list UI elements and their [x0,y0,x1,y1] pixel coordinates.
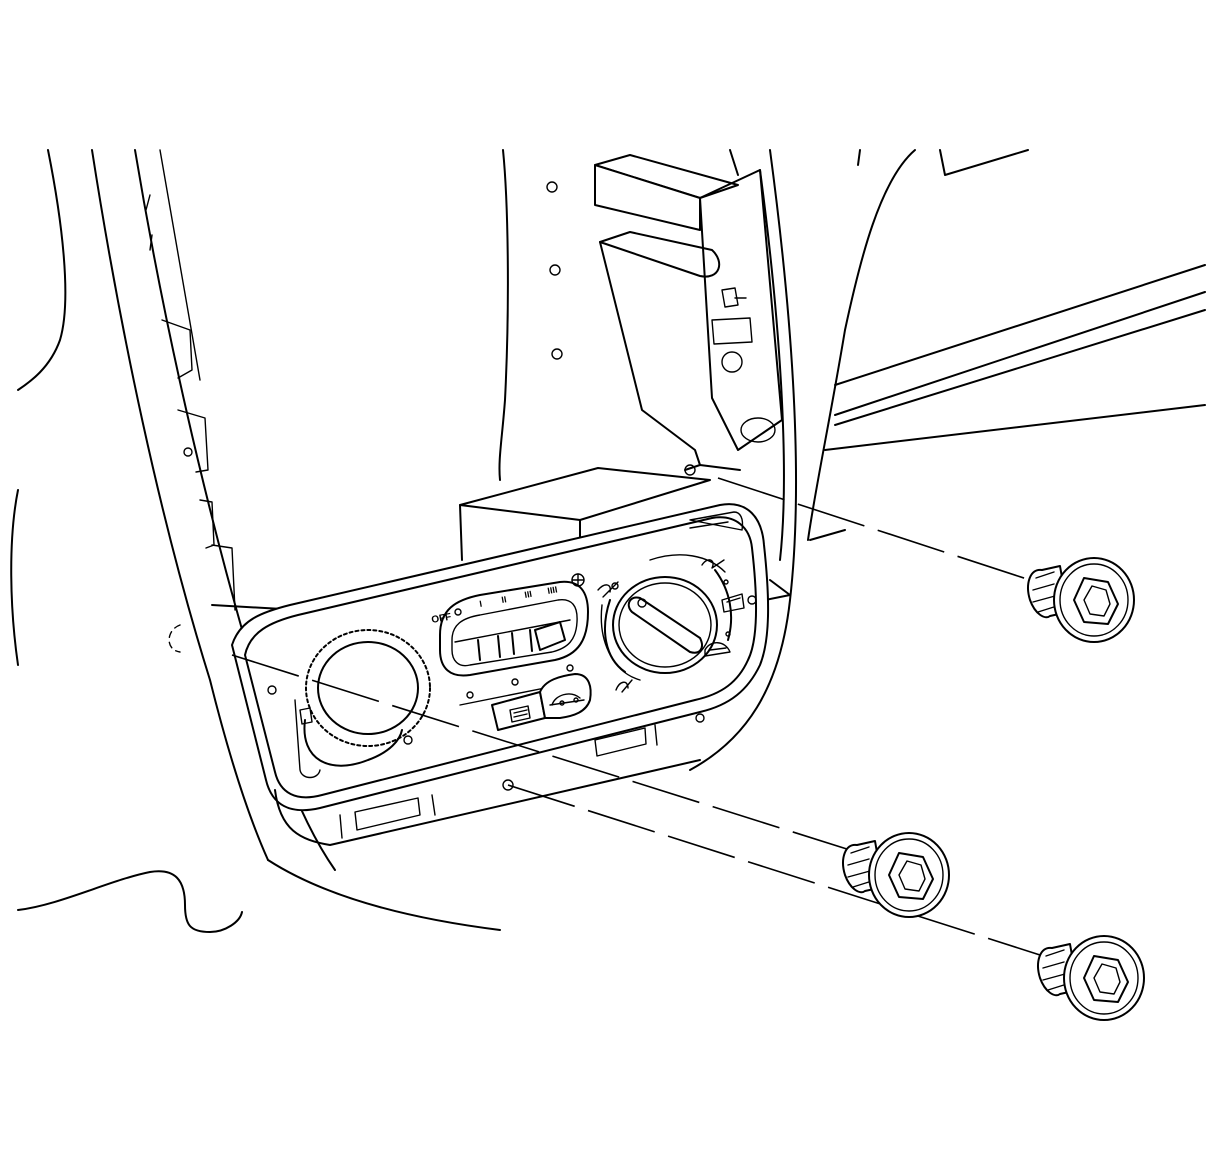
mode-knob [600,554,733,681]
floor-vent-icon [615,679,633,693]
bolt-lower [1037,935,1145,1021]
slider-label-off: OFF [431,612,453,626]
mode-icons [597,559,745,693]
mounting-bracket [594,154,783,476]
slider-label-speed-1: I [479,599,483,609]
temperature-knob [294,629,431,779]
floor-defrost-icon [721,579,745,613]
defrost-icon [704,631,731,657]
fan-icon [571,573,585,587]
instrument-panel-surround [10,149,501,933]
rear-defrost-button [491,691,546,731]
bi-level-vent-icon [701,559,725,569]
slider-label-speed-3: III [524,589,533,600]
body-side-lines [809,264,1206,541]
dash-opening-bezel [498,149,1029,771]
rear-defrost-icon [509,705,531,723]
bolt-alignment-lines [231,477,1041,956]
face-vent-icon [597,581,619,598]
recirculation-button [539,673,592,719]
recirculation-icon [549,693,585,706]
bolt-middle [842,832,950,918]
bolt-upper [1027,557,1135,643]
slider-label-speed-4: IIII [547,584,559,596]
slider-label-speed-2: II [501,594,508,605]
